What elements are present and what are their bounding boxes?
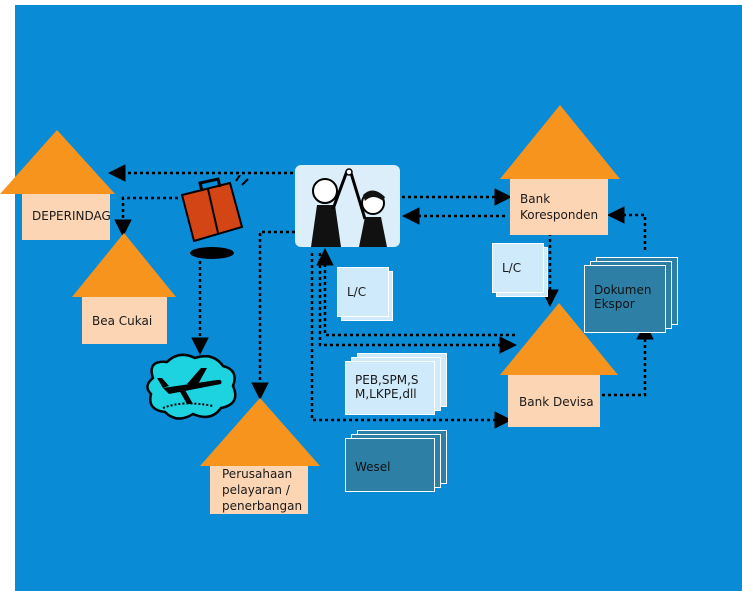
- lc-left-label: L/C: [347, 285, 367, 299]
- house-perusahaan: Perusahaan pelayaran / penerbangan: [200, 398, 320, 516]
- dokumen-ekspor-line-1: Dokumen: [594, 283, 652, 297]
- bank-koresponden-line-1: Bank: [520, 192, 551, 206]
- perusahaan-line-2: pelayaran /: [222, 483, 290, 497]
- arrow-to-bea-cukai: [114, 196, 178, 237]
- peb-line-2: M,LKPE,dll: [355, 387, 417, 401]
- bea-cukai-label: Bea Cukai: [92, 314, 153, 328]
- wesel-label: Wesel: [355, 460, 391, 474]
- arrow-to-perusahaan: [251, 230, 295, 400]
- document-peb: PEB,SPM,S M,LKPE,dll: [345, 353, 450, 415]
- arrow-devisa-to-dokumen: [602, 322, 654, 397]
- deperindag-label: DEPERINDAG: [32, 209, 111, 223]
- arrow-dokumen-to-koresponden: [607, 206, 647, 250]
- flow-arrows: [108, 164, 654, 429]
- lc-right-label: L/C: [502, 261, 522, 275]
- people-handshake-picture: [295, 165, 400, 247]
- bank-koresponden-line-2: Koresponden: [520, 208, 599, 222]
- diagram-canvas: DEPERINDAG Bea Cukai Perusahaan pelayara…: [0, 5, 742, 591]
- house-deperindag: DEPERINDAG: [0, 130, 115, 245]
- house-bea-cukai: Bea Cukai: [72, 233, 176, 347]
- dokumen-ekspor-line-2: Ekspor: [594, 297, 635, 311]
- arrow-buyer-to-devisa: [318, 253, 517, 354]
- house-bank-koresponden: Bank Koresponden: [500, 105, 620, 238]
- suitcase-icon: [178, 174, 258, 265]
- airplane-icon: [143, 350, 241, 428]
- perusahaan-line-1: Perusahaan: [222, 467, 293, 481]
- perusahaan-line-3: penerbangan: [222, 499, 303, 513]
- document-lc-right: L/C: [490, 243, 548, 297]
- peb-line-1: PEB,SPM,S: [355, 373, 419, 387]
- arrow-buyer-to-devisa-docs: [310, 253, 512, 429]
- document-dokumen-ekspor: Dokumen Ekspor: [584, 257, 680, 333]
- bank-devisa-label: Bank Devisa: [519, 395, 594, 409]
- document-wesel: Wesel: [345, 430, 450, 492]
- document-lc-left: L/C: [335, 267, 393, 321]
